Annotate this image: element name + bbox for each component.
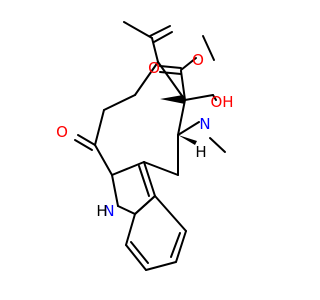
bond-benz-f (134, 195, 156, 215)
bond-benz-d (175, 230, 187, 263)
bond-ketone-2 (74, 139, 93, 151)
bond-ester-O-C (180, 57, 197, 71)
bond-ring-i (177, 99, 186, 136)
stereo-wedge-bond (160, 95, 185, 104)
bond-ring-c (103, 94, 136, 111)
atom-o-ketone: O (56, 123, 68, 141)
atom-oh: OH (210, 93, 233, 111)
atom-n-amine: N (199, 115, 210, 133)
bond-benz-d2 (170, 232, 181, 258)
bond-ester-carbonyl-1 (159, 65, 182, 69)
bond-indole-b2 (138, 165, 150, 197)
bond-ketone-1 (77, 134, 96, 146)
bond-benz-e (154, 195, 187, 232)
molecule-structure-diagram: O N H N O O OH H (56, 21, 234, 271)
bond-indole-c (117, 205, 136, 215)
bond-ethylidene-ring (151, 37, 159, 63)
bond-ring-a (157, 61, 186, 101)
bond-benz-b2 (130, 241, 149, 264)
bond-ester-quaternary (180, 70, 186, 101)
bond-benz-c (145, 261, 177, 271)
atom-h-stereo: H (195, 143, 206, 161)
bond-ring-d (94, 109, 105, 146)
bond-benz-b (125, 244, 147, 271)
bond-ch2-o (212, 94, 217, 101)
bond-lines (74, 21, 226, 271)
bond-ring-g (143, 161, 179, 176)
atom-o-methoxy: O (192, 51, 204, 69)
bond-indole-a (111, 174, 119, 207)
bond-ch2oh (184, 94, 214, 101)
bond-ring-f (111, 161, 145, 176)
bond-methoxy-methyl (202, 35, 215, 61)
atom-n-indole: N (103, 202, 114, 220)
atom-h-indole: H (96, 202, 107, 220)
bond-amine-ring (177, 121, 200, 136)
bond-ethylidene-double (149, 25, 171, 37)
bond-ethylidene-double-2 (153, 31, 173, 43)
atom-o-carbonyl: O (148, 59, 160, 77)
stereo-hash-bond (178, 135, 197, 145)
bond-methyl-ethylidene (123, 21, 153, 39)
bond-benz-a (125, 213, 136, 246)
bond-indole-b (143, 161, 156, 197)
bond-amine-methyl (209, 137, 226, 153)
bond-ring-b (134, 61, 159, 96)
bond-ester-carbonyl-2 (159, 71, 182, 75)
bond-ring-e (94, 144, 113, 176)
